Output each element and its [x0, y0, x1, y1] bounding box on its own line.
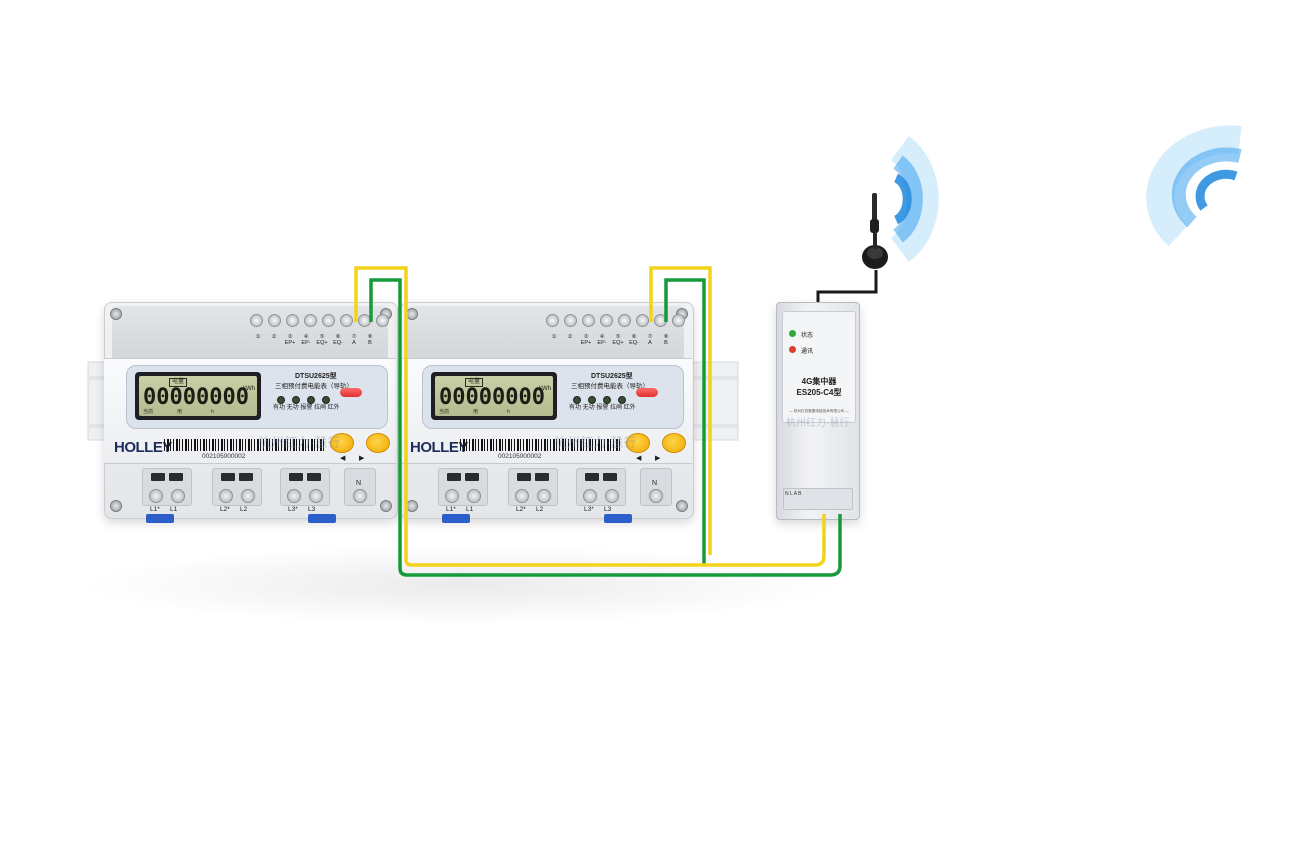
corner-screw-icon	[380, 500, 392, 512]
neutral-label: N	[652, 480, 658, 487]
status-label: 状态	[801, 333, 814, 339]
comm-led	[789, 346, 796, 353]
label-l1-star: L1*	[150, 506, 160, 513]
top-terminal-screws	[546, 314, 690, 332]
terminal-block-l1	[142, 468, 192, 506]
watermark: 杭州红力·慧行	[554, 435, 637, 450]
page-right-button[interactable]	[662, 433, 686, 453]
comm-label: 通讯	[801, 349, 814, 355]
lcd-reading: 00000000	[143, 385, 249, 410]
serial-number: 002105000002	[202, 453, 246, 460]
terminal-block-l3	[280, 468, 330, 506]
infrared-window	[340, 388, 362, 397]
watermark: 杭州红力·慧行	[258, 435, 341, 450]
button-arrows: ◀ ▶	[636, 454, 660, 462]
serial-number: 002105000002	[498, 453, 542, 460]
lcd-top-label: 电量	[169, 378, 188, 387]
indicator-leds	[277, 391, 337, 409]
terminal-block-l2	[212, 468, 262, 506]
label-l3: L3	[308, 506, 316, 513]
watermark: 杭州红力·慧行	[786, 418, 850, 429]
meter-model: DTSU2625型	[295, 373, 337, 380]
label-l1: L1	[466, 506, 474, 513]
arrow-left-icon: ◀	[340, 455, 346, 462]
din-clip	[146, 514, 174, 523]
brand-logo: HOLLEY	[114, 439, 172, 456]
corner-screw-icon	[406, 308, 418, 320]
barcode	[164, 439, 324, 451]
terminal-block-l2	[508, 468, 558, 506]
button-arrows: ◀ ▶	[340, 454, 364, 462]
page-left-button[interactable]	[330, 433, 354, 453]
concentrator-name: 4G集中器	[801, 377, 837, 386]
concentrator-face: 状态 通讯 4G集中器 ES205-C4型 — 杭州红亮数据电能技术有限公司 —	[782, 311, 856, 423]
corner-screw-icon	[110, 308, 122, 320]
neutral-label: N	[356, 480, 362, 487]
led-labels: 有功 无功 报警 拉闸 红外	[569, 405, 636, 411]
concentrator-model: ES205-C4型	[796, 388, 842, 397]
arrow-right-icon: ▶	[359, 455, 365, 462]
arrow-right-icon: ▶	[655, 455, 661, 462]
label-l2: L2	[536, 506, 544, 513]
meter-description: 三相预付费电能表（导轨）	[275, 383, 353, 390]
label-l3: L3	[604, 506, 612, 513]
meter-bottom-terminals: N L1* L1 L2* L2 L3* L3	[400, 462, 692, 517]
label-l1: L1	[170, 506, 178, 513]
status-led	[789, 330, 796, 337]
lcd-reading: 00000000	[439, 385, 545, 410]
label-l2-star: L2*	[516, 506, 526, 513]
din-clip	[442, 514, 470, 523]
corner-screw-icon	[110, 500, 122, 512]
4g-concentrator: 状态 通讯 4G集中器 ES205-C4型 — 杭州红亮数据电能技术有限公司 —…	[776, 302, 860, 520]
arrow-left-icon: ◀	[636, 455, 642, 462]
din-clip	[604, 514, 632, 523]
top-terminal-screws	[250, 314, 394, 332]
terminal-block-n	[344, 468, 376, 506]
terminal-block-n	[640, 468, 672, 506]
page-right-button[interactable]	[366, 433, 390, 453]
meter-bottom-terminals: N L1* L1 L2* L2 L3* L3	[104, 462, 396, 517]
lcd-unit: kWh	[539, 386, 551, 392]
antenna-icon	[862, 193, 888, 269]
label-l3-star: L3*	[288, 506, 298, 513]
led-labels: 有功 无功 报警 拉闸 红外	[273, 405, 340, 411]
infrared-window	[636, 388, 658, 397]
din-clip	[308, 514, 336, 523]
label-l3-star: L3*	[584, 506, 594, 513]
concentrator-terminal-labels: N L A B	[785, 491, 802, 497]
terminal-block-l1	[438, 468, 488, 506]
label-l1-star: L1*	[446, 506, 456, 513]
label-l2: L2	[240, 506, 248, 513]
lcd-unit: kWh	[243, 386, 255, 392]
label-l2-star: L2*	[220, 506, 230, 513]
terminal-block-l3	[576, 468, 626, 506]
